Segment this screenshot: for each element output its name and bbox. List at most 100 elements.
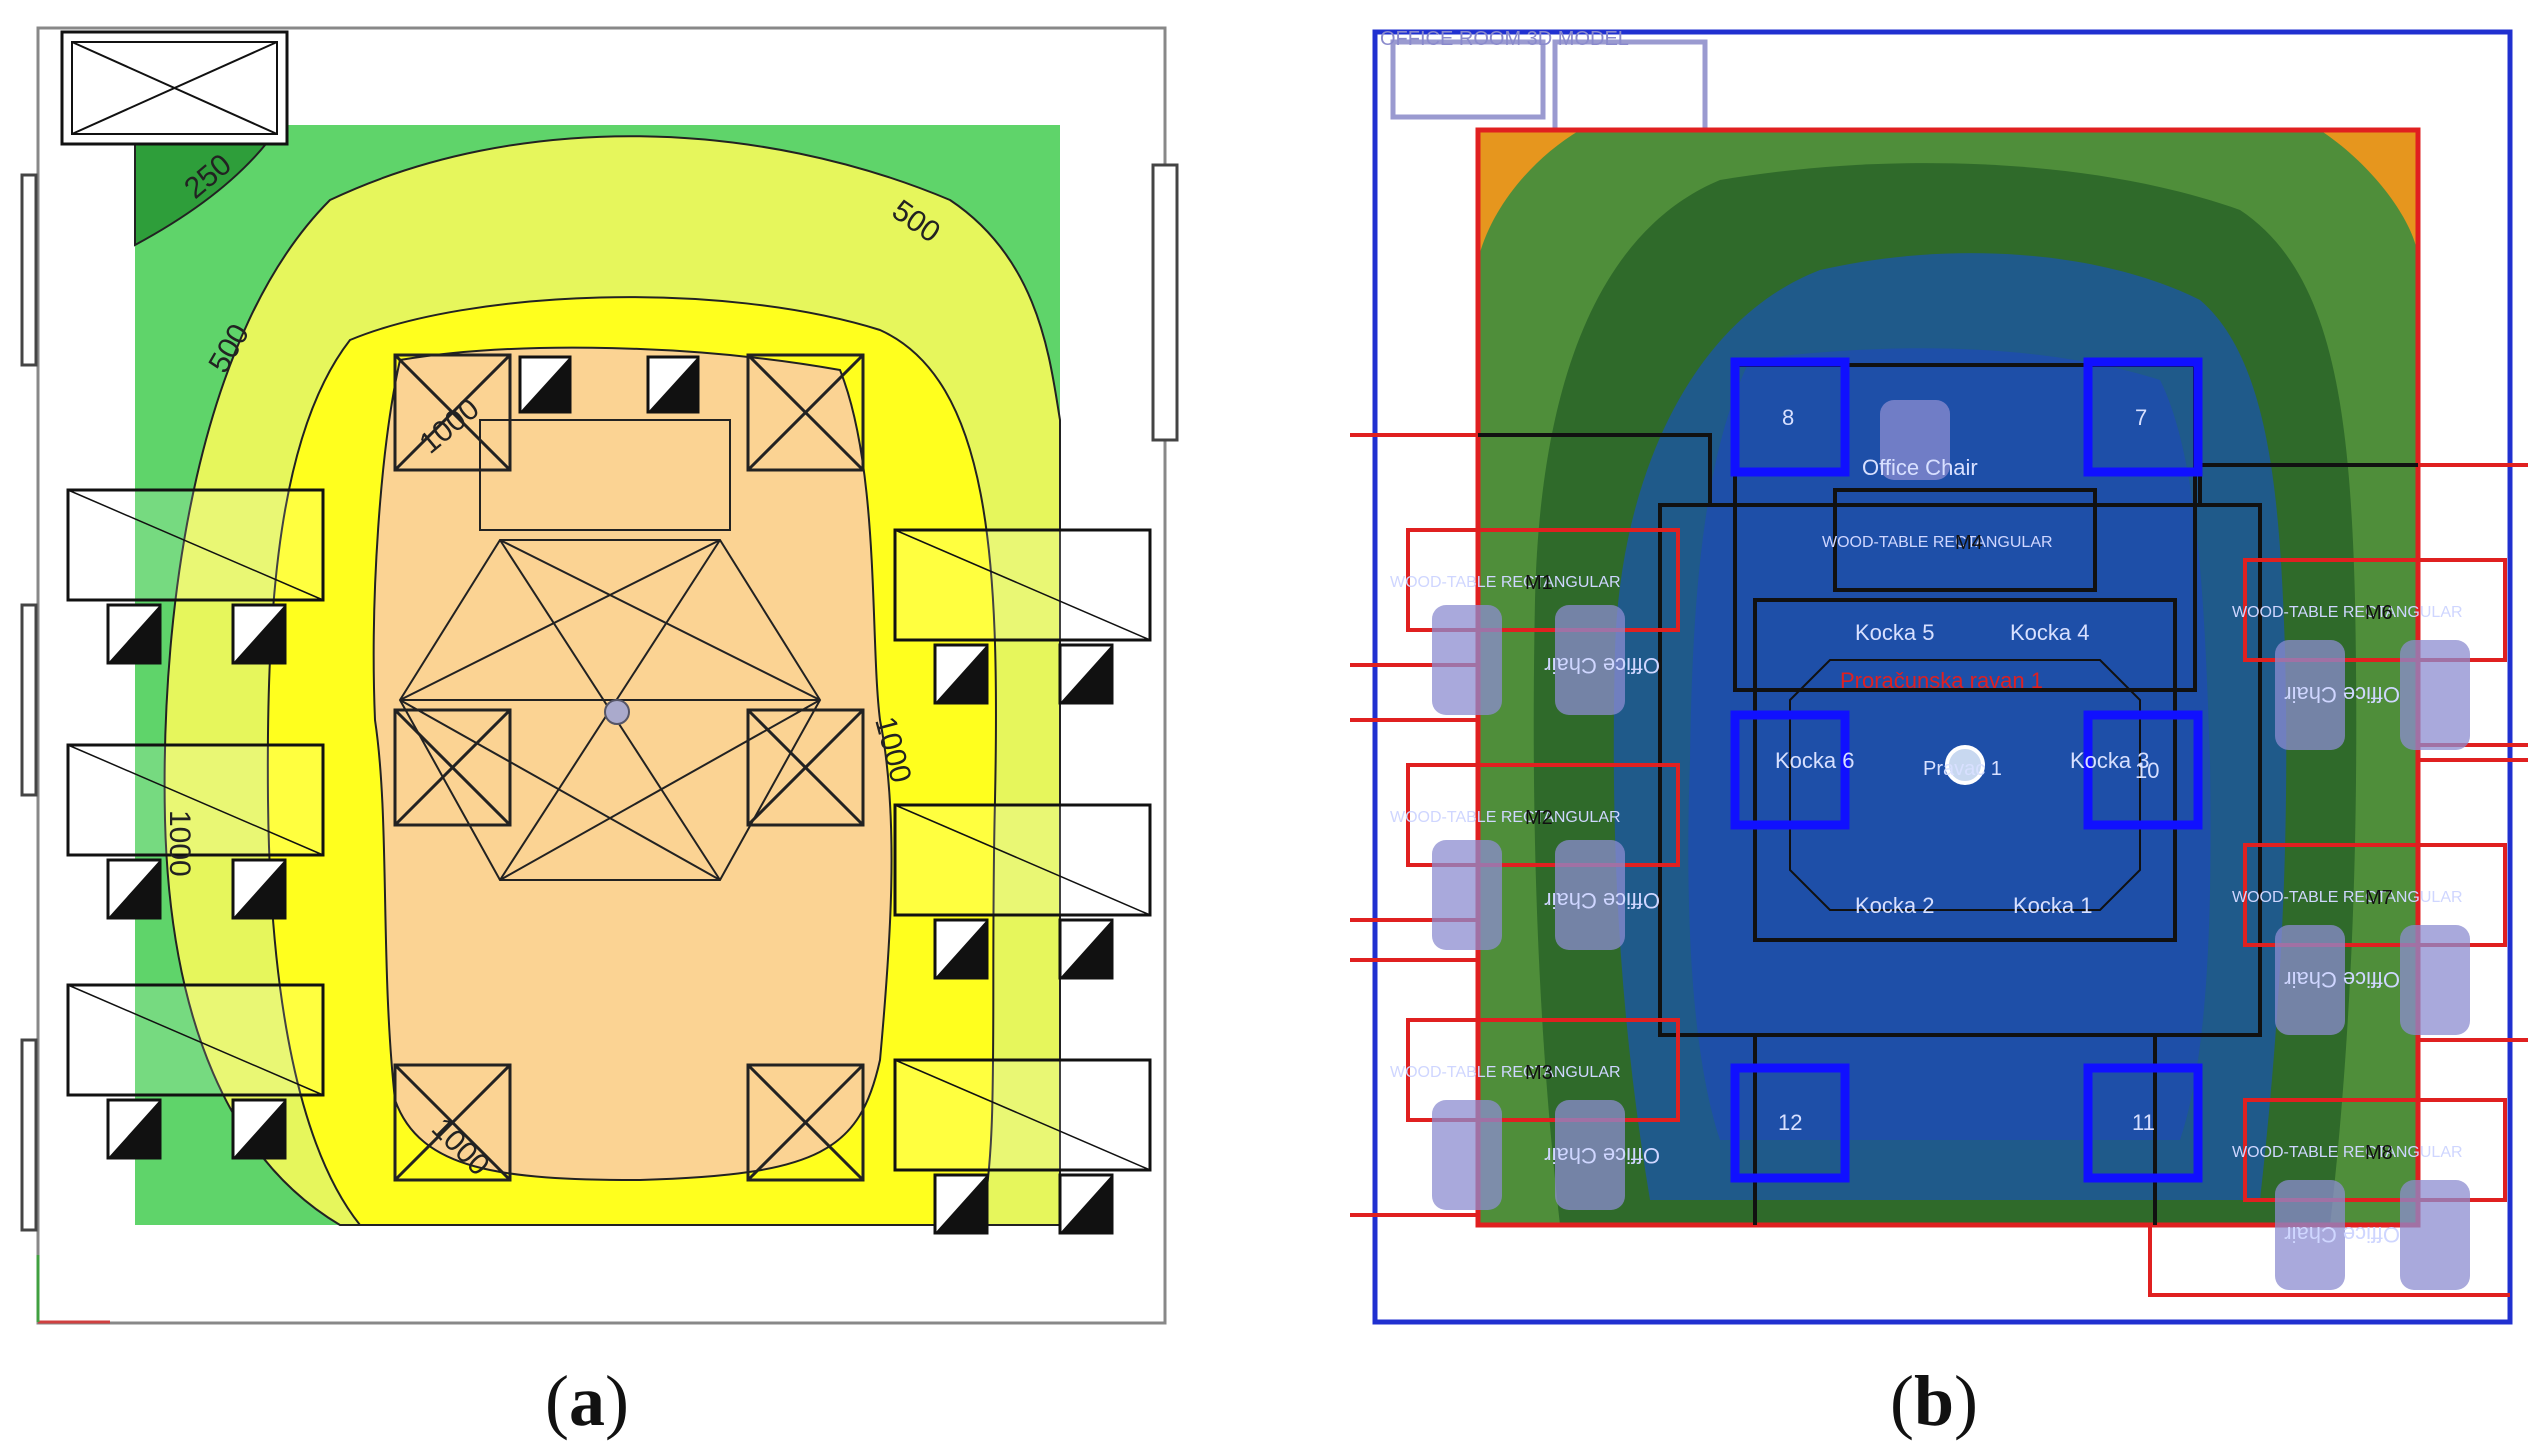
panel-b-chair — [1555, 1100, 1625, 1210]
panel-b-table-id: M1 — [1525, 572, 1553, 594]
panel-a-luminaire — [746, 1063, 865, 1182]
panel-b-table-id: M8 — [2365, 1142, 2393, 1164]
panel-b-kocka-label: Kocka 6 — [1775, 748, 1855, 773]
panel-a-desk — [893, 803, 1152, 917]
panel-a-caption-letter: a — [568, 1361, 605, 1441]
panel-a-zone-peak — [372, 346, 893, 1182]
panel-b-chair — [2400, 640, 2470, 750]
panel-b-luminaires — [1730, 357, 2203, 1183]
panel-a-window-left-2 — [20, 603, 38, 797]
panel-a-desk — [893, 528, 1152, 642]
panel-b-table-label: WOOD-TABLE RECTANGULAR — [1390, 1064, 1621, 1081]
panel-a-chair — [646, 355, 700, 414]
panel-b-table-id: M6 — [2365, 602, 2393, 624]
panel-b-luminaire-number: 8 — [1782, 405, 1794, 430]
panel-b-table-id: M3 — [1525, 1062, 1553, 1084]
panel-b-luminaire-number: 11 — [2132, 1110, 2155, 1135]
panel-b-chair — [1432, 605, 1502, 715]
panel-a-chairs-right — [933, 643, 1114, 1235]
panel-b-caption-open: ( — [1890, 1361, 1914, 1441]
panel-b-caption-close: ) — [1954, 1361, 1979, 1441]
panel-b-table-id: M4 — [1955, 532, 1983, 554]
panel-a-luminaire — [746, 708, 865, 827]
panel-b-chair-label-mirrored: Office Chair — [2284, 1222, 2400, 1247]
panel-b-chair — [1880, 400, 1950, 480]
panel-a-meeting-table — [398, 419, 822, 881]
panel-b-table-label: WOOD-TABLE RECTANGULAR — [1390, 574, 1621, 591]
panel-b-header-text: OFFICE ROOM 3D MODEL — [1380, 28, 1629, 50]
panel-a-window-left-3 — [20, 1038, 38, 1232]
panel-b-chair — [1432, 1100, 1502, 1210]
panel-a-chairs-top — [518, 355, 700, 414]
panel-b-table-label: WOOD-TABLE RECTANGULAR — [1390, 809, 1621, 826]
panel-a-luminaires — [393, 353, 865, 1182]
panel-a-illuminance-map: 250 500 500 1000 1000 1000 1000 — [20, 26, 1179, 1325]
panel-b-chair — [1555, 605, 1625, 715]
panel-b-side-tables — [1406, 528, 2507, 1202]
panel-b-chair-label-mirrored: Office Chair — [2284, 682, 2400, 707]
panel-b-table-outlines — [1478, 363, 2418, 1225]
panel-a-desks-right — [893, 528, 1152, 1172]
panel-b-chair-label-mirrored: Office Chair — [1544, 1143, 1660, 1168]
panel-b-chair — [2275, 1180, 2345, 1290]
panel-a-luminaire — [393, 708, 512, 827]
panel-b-table-id: M7 — [2365, 887, 2393, 909]
panel-b-kocka-label: Kocka 1 — [2013, 893, 2093, 918]
panel-b-calc-plane-label: Proračunska ravan 1 — [1840, 668, 2043, 693]
panel-b-office-chair-label: Office Chair — [1862, 455, 1978, 480]
panel-b-chair-label-mirrored: Office Chair — [1544, 653, 1660, 678]
panel-b-kocka-label: Kocka 2 — [1855, 893, 1935, 918]
panel-b-chair — [2400, 925, 2470, 1035]
panel-b-chair — [1432, 840, 1502, 950]
panel-b-3d-model-view: OFFICE ROOM 3D MODEL — [1350, 28, 2528, 1325]
panel-a-column-box — [60, 30, 289, 146]
panel-a-desk — [893, 1058, 1152, 1172]
panel-a-caption-close: ) — [604, 1361, 629, 1441]
panel-a-chair — [106, 1098, 162, 1160]
panel-b-wall-lines — [1350, 433, 2528, 1297]
panel-a-chair — [1058, 918, 1114, 980]
panel-a-luminaire — [393, 353, 512, 472]
panel-b-chair — [1555, 840, 1625, 950]
panel-b-luminaire-number: 10 — [2135, 758, 2159, 783]
panel-b-table-id: M2 — [1525, 807, 1553, 829]
panel-a-chair — [1058, 1173, 1114, 1235]
panel-a-window-right — [1151, 163, 1179, 442]
panel-b-zone-core — [1688, 348, 2211, 1140]
panel-b-chair-label-mirrored: Office Chair — [1544, 888, 1660, 913]
panel-b-chair — [2275, 925, 2345, 1035]
panel-a-chair — [933, 1173, 989, 1235]
panel-b-kocka-label: Kocka 3 — [2070, 748, 2150, 773]
panel-b-column-box-1 — [1390, 39, 1546, 120]
panel-a-chair — [933, 643, 989, 705]
panel-a-desk — [66, 983, 325, 1097]
panel-a-contour-label: 1000 — [163, 810, 196, 877]
panel-b-chair — [2400, 1180, 2470, 1290]
panel-a-chair — [231, 1098, 287, 1160]
panel-b-kocka-label: Kocka 4 — [2010, 620, 2090, 645]
panel-b-center-marker-label: Pravac 1 — [1923, 758, 2002, 780]
panel-a-caption-open: ( — [545, 1361, 569, 1441]
panel-a-column-inner — [71, 41, 278, 135]
panel-b-kocka-label: Kocka 5 — [1855, 620, 1935, 645]
panel-a-chair — [1058, 643, 1114, 705]
panel-b-caption: (b) — [1890, 1360, 1978, 1443]
panel-a-desk — [66, 743, 325, 857]
panel-a-desk — [66, 488, 325, 602]
panel-b-luminaire-number: 12 — [1778, 1110, 1802, 1135]
panel-a-caption: (a) — [545, 1360, 629, 1443]
panel-a-chair — [106, 603, 162, 665]
panel-a-luminaire — [393, 1063, 512, 1182]
panel-a-luminaire — [746, 353, 865, 472]
panel-b-calc-point-icon — [1945, 745, 1985, 785]
panel-b-luminaire-number: 7 — [2135, 405, 2147, 430]
panel-a-chair — [231, 603, 287, 665]
panel-b-table-label: WOOD-TABLE RECTANGULAR — [2232, 889, 2463, 906]
panel-b-chair-label-mirrored: Office Chair — [2284, 967, 2400, 992]
panel-a-column-cross-2 — [71, 41, 278, 135]
panel-b-caption-letter: b — [1913, 1361, 1955, 1441]
panel-a-desks-left — [66, 488, 325, 1097]
panel-a-chair — [231, 858, 287, 920]
panel-a-chairs-left — [106, 603, 287, 1160]
